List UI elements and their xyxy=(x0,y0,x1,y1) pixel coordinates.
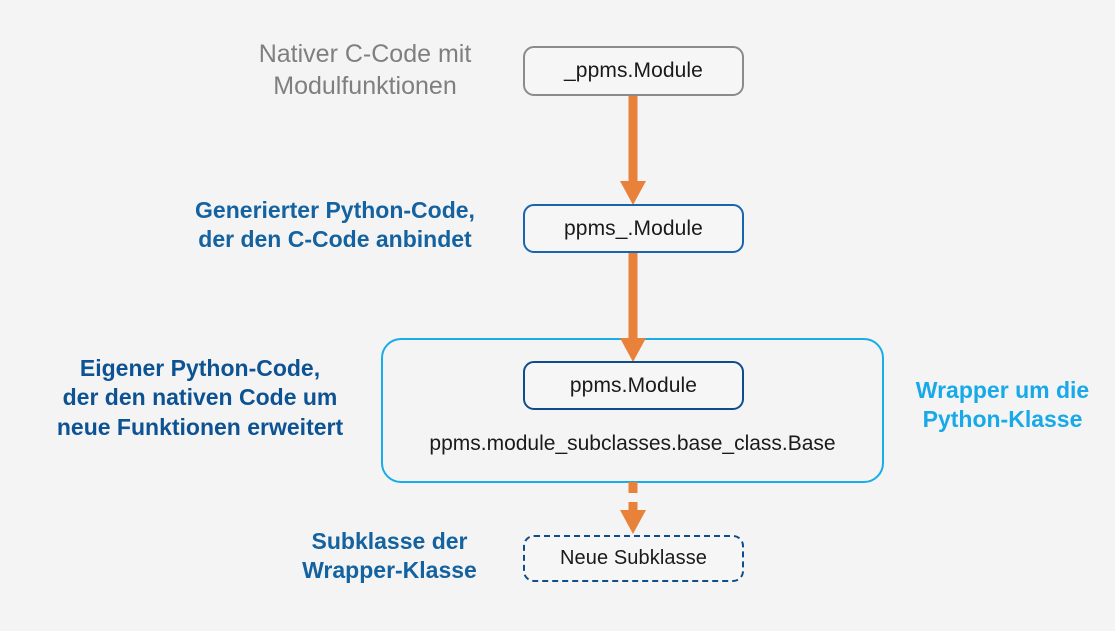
node-base-class-path: ppms.module_subclasses.base_class.Base xyxy=(429,432,836,455)
arrow-native-to-generated-icon xyxy=(620,95,646,205)
arrow-wrapper-to-subclass-icon xyxy=(620,482,646,534)
node-new-subclass[interactable]: Neue Subklasse xyxy=(523,535,744,582)
node-wrapper-module[interactable]: ppms.Module xyxy=(523,361,744,410)
node-native-module[interactable]: _ppms.Module xyxy=(523,46,744,96)
node-native-module-label: _ppms.Module xyxy=(564,59,703,82)
node-wrapper-module-label: ppms.Module xyxy=(569,373,698,397)
node-new-subclass-label: Neue Subklasse xyxy=(559,547,708,569)
node-generated-module[interactable]: ppms_.Module xyxy=(523,204,744,253)
label-native-c-code: Nativer C-Code mit Modulfunktionen xyxy=(258,40,472,100)
label-generated-python-code: Generierter Python-Code, der den C-Code … xyxy=(195,197,475,253)
arrow-generated-to-wrapper-icon xyxy=(620,252,646,362)
label-subclass-of-wrapper-class: Subklasse der Wrapper-Klasse xyxy=(302,528,477,584)
node-generated-module-label: ppms_.Module xyxy=(564,216,703,240)
label-own-python-code: Eigener Python-Code, der den nativen Cod… xyxy=(56,355,344,440)
label-wrapper-around-python-class: Wrapper um die Python-Klasse xyxy=(915,377,1090,433)
